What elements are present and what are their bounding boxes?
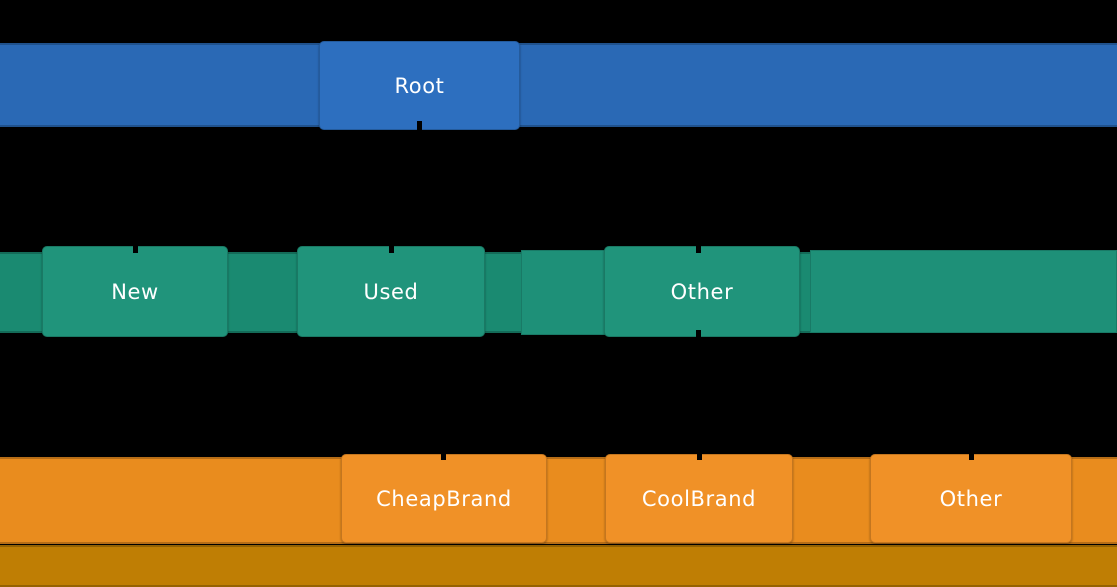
node-cheapbrand-label: CheapBrand bbox=[376, 486, 512, 511]
node-other-label: Other bbox=[670, 279, 734, 304]
level1-unlabeled-segment-1 bbox=[521, 250, 605, 335]
connector-stub bbox=[696, 243, 701, 253]
connector-stub bbox=[697, 450, 702, 460]
level1-unlabeled-segment-2 bbox=[810, 250, 1117, 333]
connector-stub bbox=[133, 243, 138, 253]
connector-stub bbox=[417, 121, 422, 132]
node-coolbrand[interactable]: CoolBrand bbox=[605, 454, 793, 543]
connector-stub bbox=[389, 243, 394, 253]
level0-band bbox=[0, 43, 1117, 127]
node-cheapbrand[interactable]: CheapBrand bbox=[341, 454, 547, 543]
level2-underband bbox=[0, 545, 1117, 587]
connector-stub bbox=[441, 450, 446, 460]
node-new-label: New bbox=[111, 279, 159, 304]
connector-stub bbox=[696, 330, 701, 340]
node-other[interactable]: Other bbox=[604, 246, 800, 337]
node-root[interactable]: Root bbox=[319, 41, 520, 130]
node-used-label: Used bbox=[363, 279, 419, 304]
node-other-brand[interactable]: Other bbox=[870, 454, 1072, 543]
node-used[interactable]: Used bbox=[297, 246, 485, 337]
node-new[interactable]: New bbox=[42, 246, 228, 337]
node-root-label: Root bbox=[394, 73, 445, 98]
node-coolbrand-label: CoolBrand bbox=[641, 486, 757, 511]
connector-stub bbox=[969, 450, 974, 460]
node-other-brand-label: Other bbox=[939, 486, 1003, 511]
